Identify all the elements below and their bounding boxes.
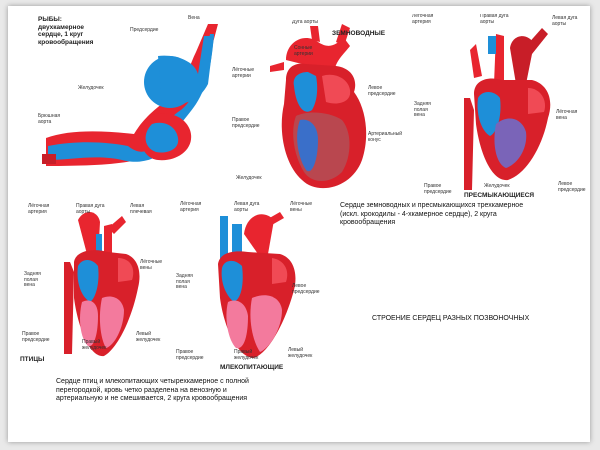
reptile-heart-diagram (464, 28, 551, 190)
fish-label-ventricle: Желудочек (78, 85, 104, 91)
mammal-label-pulmonary-artery: Лёгочная артерия (180, 201, 202, 213)
bird-heart-diagram (64, 211, 140, 357)
amphibian-label-left-atrium: Левое предсердие (368, 85, 396, 97)
reptile-label-right-arch: Правая дуга аорты (480, 14, 509, 25)
fish-label-aorta: Брюшная аорта (38, 113, 61, 125)
reptile-label-pulmonary-vein: Лёгочная вена (556, 109, 578, 121)
reptile-label-left-arch: Левая дуга аорты (552, 15, 578, 27)
reptiles-title: ПРЕСМЫКАЮЩИЕСЯ (464, 192, 535, 199)
mammal-label-left-atrium: Левое предсердие (292, 283, 320, 295)
reptile-label-vena-cava: Задняя полая вена (414, 101, 431, 118)
bird-label-right-ventricle: Правый желудочек (82, 339, 107, 351)
caption-birds-mammals: Сердце птиц и млекопитающих четырехкамер… (56, 378, 249, 402)
amphibian-label-carotid: Сонные артерии (294, 45, 313, 57)
amphibian-label-aortic-arch: Дуга аорты (292, 20, 318, 25)
mammal-label-right-ventricle: Правый желудочек (234, 349, 259, 361)
fish-title: РЫБЫ: двухкамерное сердце, 1 круг кровоо… (38, 16, 94, 46)
fish-heart-diagram (38, 14, 222, 170)
reptile-label-left-atrium: Левое предсердие (558, 181, 586, 193)
bird-label-right-arch: Правая дуга аорты (76, 203, 105, 215)
bird-label-pulmonary-artery: Лёгочная артерия (28, 203, 50, 215)
amphibian-label-ventricle: Желудочек (236, 175, 262, 181)
reptile-label-pulmonary-artery: Лёгочная артерия (412, 14, 434, 25)
caption-amphibians-reptiles: Сердце земноводных и пресмыкающихся трех… (340, 202, 524, 226)
reptiles-panel: ПРЕСМЫКАЮЩИЕСЯ Лёгочная артерия Правая д… (408, 14, 590, 200)
reptile-label-ventricles: Желудочек (484, 183, 510, 189)
birds-panel: ПТИЦЫ Лёгочная артерия Правая дуга аорты… (18, 198, 170, 364)
bird-label-vena-cava: Задняя полая вена (24, 271, 41, 288)
mammal-label-vena-cava: Задняя полая вена (176, 273, 193, 290)
bird-label-pulmonary-veins: Лёгочные вены (140, 259, 163, 271)
bird-label-right-atrium: Правое предсердие (22, 331, 50, 343)
diagram-heading: СТРОЕНИЕ СЕРДЕЦ РАЗНЫХ ПОЗВОНОЧНЫХ (372, 315, 530, 322)
fish-label-atrium: Предсердие (130, 27, 159, 33)
birds-title: ПТИЦЫ (20, 356, 45, 363)
amphibian-label-pulmonary-arteries: Лёгочные артерии (232, 67, 255, 79)
amphibian-label-conus: Артериальный конус (368, 131, 403, 143)
amphibian-label-right-atrium: Правое предсердие (232, 117, 260, 129)
amphibians-panel: ЗЕМНОВОДНЫЕ Дуга аорты Сонные артерии Лё… (226, 20, 406, 196)
mammal-heart-diagram (218, 212, 296, 358)
fish-label-vein: Вена (188, 15, 200, 21)
bird-label-left-ventricle: Левый желудочек (136, 331, 161, 343)
amphibian-heart-diagram (270, 24, 367, 189)
mammal-label-left-ventricle: Левый желудочек (288, 347, 313, 359)
amphibians-title: ЗЕМНОВОДНЫЕ (332, 30, 386, 37)
mammal-label-right-atrium: Правое предсердие (176, 349, 204, 361)
fish-panel: РЫБЫ: двухкамерное сердце, 1 круг кровоо… (38, 14, 222, 170)
mammals-panel: МЛЕКОПИТАЮЩИЕ Лёгочная артерия Левая дуг… (170, 194, 330, 374)
mammals-title: МЛЕКОПИТАЮЩИЕ (220, 364, 284, 371)
mammal-label-left-arch: Левая дуга аорты (234, 201, 260, 213)
slide: РЫБЫ: двухкамерное сердце, 1 круг кровоо… (8, 6, 590, 442)
reptile-label-right-atrium: Правое предсердие (424, 183, 452, 195)
bird-label-brachio: Левая плечевая (130, 203, 152, 215)
mammal-label-pulmonary-veins: Лёгочные вены (290, 201, 313, 213)
